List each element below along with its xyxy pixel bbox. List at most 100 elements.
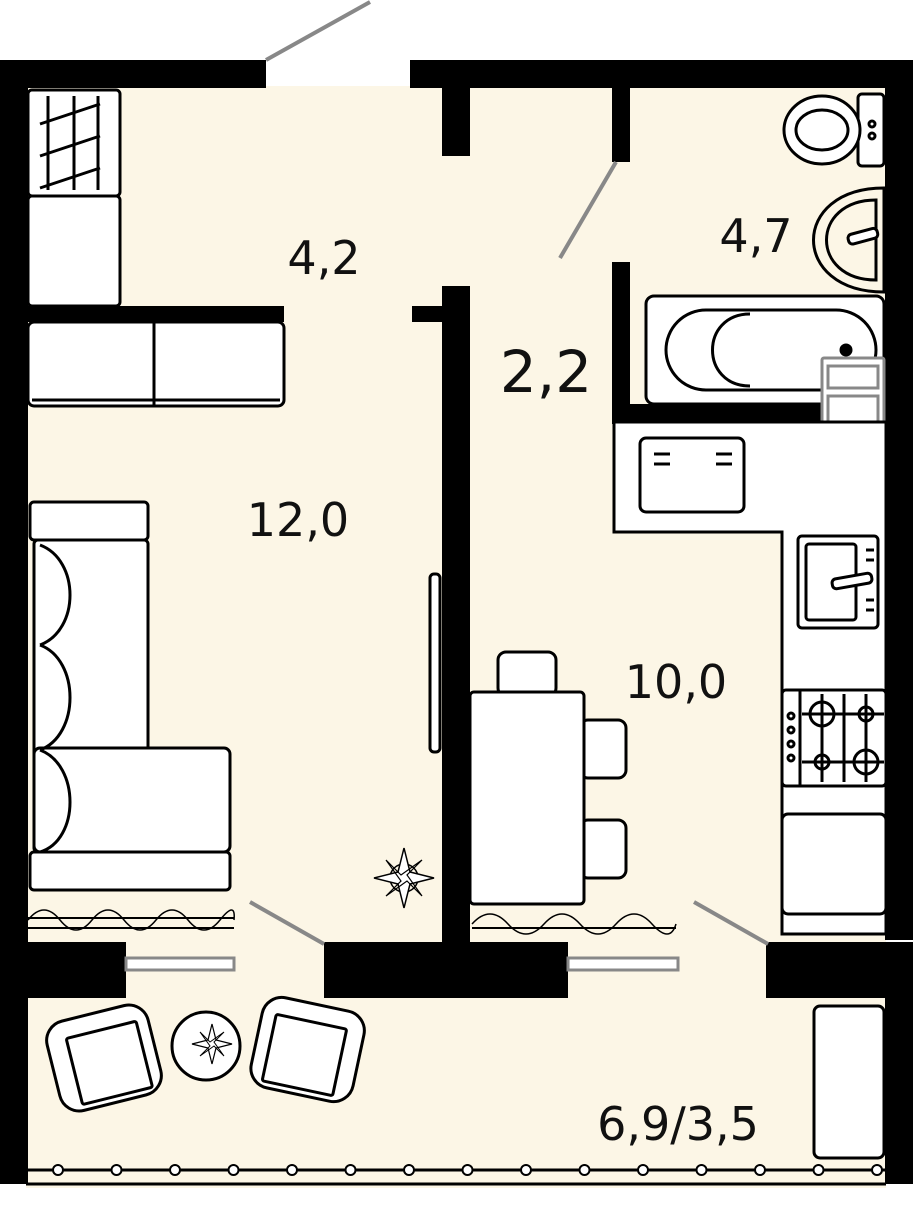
bathroom-wall-lower <box>612 262 630 424</box>
sink-bowl <box>825 198 878 282</box>
sliding-door-panel-2 <box>566 956 680 972</box>
railing-post <box>403 1164 415 1176</box>
compass-star-diag <box>385 859 423 897</box>
living-room-area-label: 12,0 <box>247 493 349 547</box>
living-curtain <box>27 909 235 931</box>
railing-post <box>169 1164 181 1176</box>
dining-chair <box>578 818 628 880</box>
bathroom-door-swing <box>558 160 618 260</box>
balcony-area-label: 6,9/3,5 <box>597 1097 759 1151</box>
sink-basin <box>812 186 886 294</box>
kitchen-faucet <box>830 571 874 591</box>
sofa-cushion-2 <box>39 643 72 752</box>
toilet-button <box>867 131 877 141</box>
railing-post <box>754 1164 766 1176</box>
kitchen-curtain <box>471 913 677 935</box>
entrance-door-swing <box>265 0 371 62</box>
dining-chair <box>496 650 558 698</box>
balcony-wall-side-right <box>885 996 913 1184</box>
armchair-seat <box>261 1013 348 1097</box>
balcony-wall-center <box>324 942 568 998</box>
railing-post <box>52 1164 64 1176</box>
storage-cabinet <box>812 1004 886 1160</box>
sofa-cushion-3 <box>39 748 72 854</box>
hall-wall-segment <box>26 306 284 322</box>
walls <box>0 60 913 1184</box>
fridge-body <box>638 436 746 514</box>
sofa-chaise <box>32 746 232 854</box>
area-labels: 4,2 2,2 4,7 12,0 10,0 6,9/3,5 <box>247 209 793 1151</box>
railing-post <box>286 1164 298 1176</box>
kitchen-balcony-door-swing <box>693 900 769 946</box>
toilet <box>782 92 886 168</box>
wardrobe-line <box>39 102 101 126</box>
balcony-wall-side-left <box>0 996 28 1184</box>
table-decor-icon <box>191 1023 233 1065</box>
sofa-cushion-1 <box>39 543 72 647</box>
stove <box>780 688 888 788</box>
dining-chair <box>578 718 628 780</box>
bathtub-headrest <box>711 312 751 388</box>
cabinet-body <box>26 320 286 408</box>
wardrobe-lower <box>26 194 122 308</box>
compass-star <box>373 847 435 909</box>
balcony-table <box>170 1010 242 1082</box>
living-balcony-door-swing <box>249 900 325 946</box>
bathroom-sink <box>812 186 886 294</box>
washer-panel <box>826 364 880 390</box>
railing-post <box>461 1164 474 1176</box>
bathroom-wall-bottom <box>612 404 886 422</box>
wardrobe-line <box>39 166 101 190</box>
balcony-railing <box>26 1164 886 1186</box>
partition-wall <box>442 286 470 942</box>
railing-post <box>578 1164 591 1176</box>
bathroom-wall-top-stub <box>612 86 630 162</box>
decor-star <box>191 1023 233 1065</box>
hall-corridor-wall-stub <box>442 86 470 156</box>
armchair-seat <box>65 1020 154 1106</box>
curtain-wave <box>27 909 235 931</box>
balcony-wall-left <box>0 942 126 998</box>
kitchen-area-label: 10,0 <box>625 655 727 709</box>
railing-post <box>227 1164 240 1176</box>
stove-knob <box>786 753 796 763</box>
balcony-floor <box>26 996 886 1188</box>
stove-knob <box>786 711 796 721</box>
partition-wall-jamb <box>412 306 452 322</box>
sofa-back-top <box>28 500 150 542</box>
sofa-front <box>28 850 232 892</box>
compass-rose-icon <box>373 847 435 909</box>
hall-area-label: 4,2 <box>287 231 360 285</box>
sliding-partition <box>428 572 442 754</box>
outer-wall-top-right <box>410 60 913 88</box>
balcony-door-panels <box>124 956 680 972</box>
balcony-wall-right <box>766 942 913 998</box>
bathroom-area-label: 4,7 <box>719 209 792 263</box>
railing-post <box>344 1164 357 1176</box>
toilet-seat <box>794 108 850 152</box>
living-cabinet <box>26 320 286 408</box>
toilet-tank <box>856 92 886 168</box>
balcony-armchair-right <box>249 995 366 1104</box>
stove-knob <box>786 725 796 735</box>
corridor-area-label: 2,2 <box>500 338 592 406</box>
dishwasher <box>780 812 888 916</box>
railing-post <box>871 1164 883 1176</box>
stove-knob <box>786 739 796 749</box>
balcony-armchair-left <box>45 1003 163 1113</box>
curtain-wave <box>471 913 677 935</box>
dining-set <box>468 650 628 906</box>
railing-post <box>695 1164 708 1176</box>
door-swings <box>249 0 769 946</box>
bathtub-drain <box>839 343 853 357</box>
balcony-storage <box>812 1004 886 1160</box>
decor-star-diag <box>199 1031 225 1057</box>
sliding-door-panel-1 <box>124 956 236 972</box>
corner-sofa <box>28 500 232 892</box>
sink-faucet <box>846 226 880 246</box>
kitchen-sink <box>796 534 880 630</box>
fridge <box>638 436 746 514</box>
outer-wall-top-left <box>0 60 266 88</box>
